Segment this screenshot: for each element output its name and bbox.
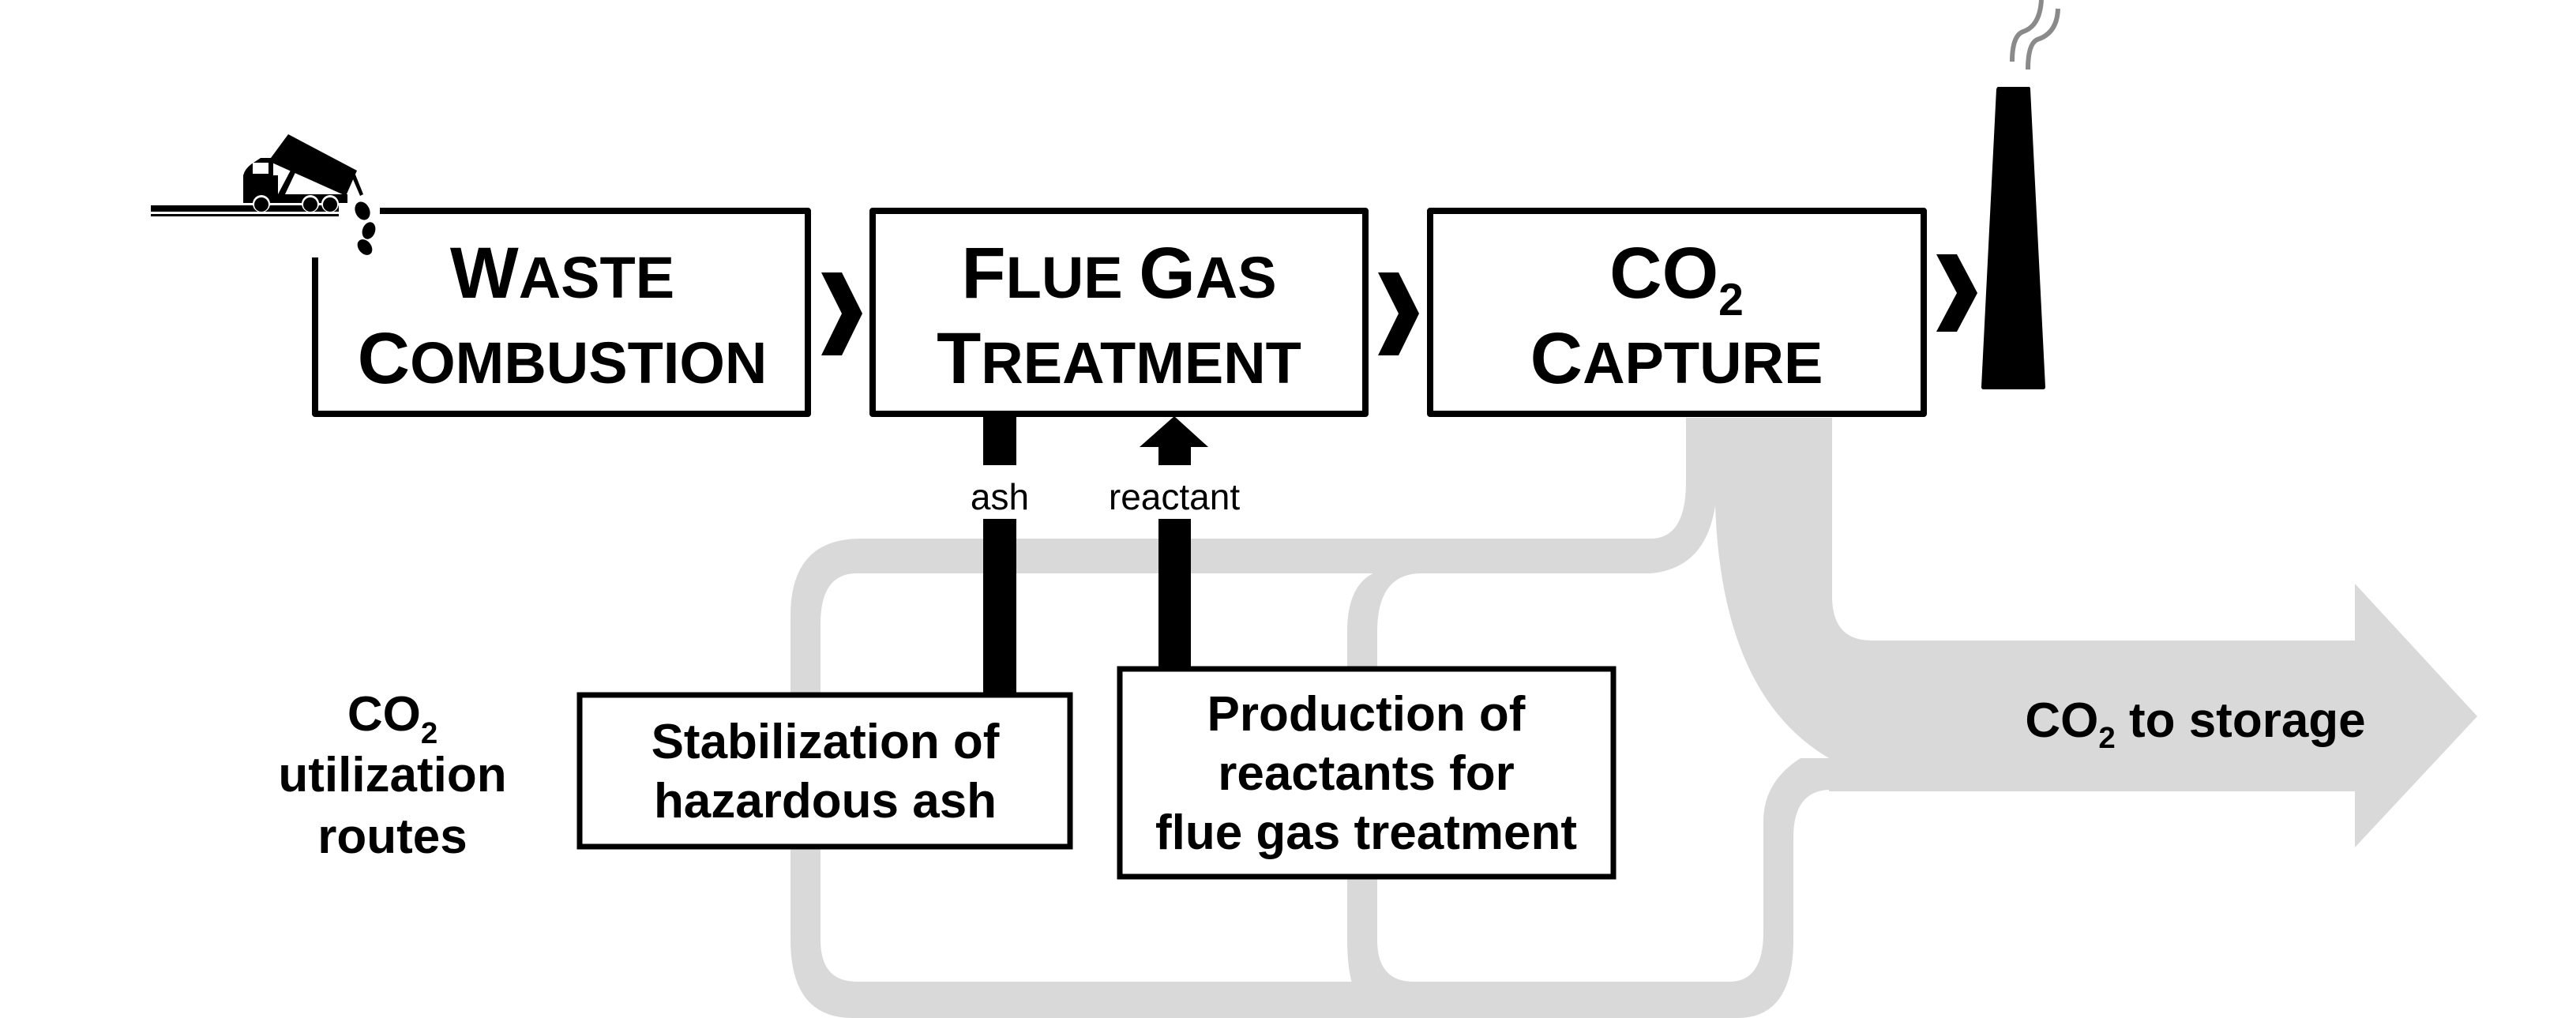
ash-arrow (966, 416, 1034, 711)
waste-combustion-title-line2: COMBUSTION (358, 318, 768, 399)
dump-truck-icon (243, 134, 363, 212)
chimney-icon (1981, 87, 2045, 389)
production-box: Production of reactants for flue gas tre… (1117, 666, 1617, 880)
svg-text:CO2: CO2 (347, 687, 437, 750)
svg-text:reactants for: reactants for (1218, 746, 1515, 801)
flue-gas-treatment-title-line2: TREATMENT (937, 318, 1301, 399)
svg-text:routes: routes (317, 810, 467, 864)
co2-capture-title-line1: CO2 (1609, 233, 1744, 325)
waste-combustion-box: WASTE COMBUSTION (312, 208, 811, 417)
svg-text:Stabilization of: Stabilization of (652, 715, 1000, 769)
smoke-icon (2010, 0, 2060, 70)
chevron-right-icon (1378, 272, 1419, 355)
waste-combustion-title-line1: WASTE (450, 233, 674, 314)
utilization-routes-label: CO2 utilization routes (278, 687, 506, 864)
co2-storage-arrow-body (1715, 418, 2477, 847)
capture-branch-top (1342, 418, 1715, 573)
reactant-label: reactant (1109, 476, 1240, 517)
stabilization-box: Stabilization of hazardous ash (576, 692, 1073, 850)
road-icon (151, 205, 339, 216)
ash-label: ash (971, 476, 1029, 517)
reactant-arrow (1140, 416, 1208, 669)
chevron-right-icon (821, 272, 862, 355)
co2-capture-title-line2: CAPTURE (1530, 318, 1823, 399)
co2-to-storage-label: CO2 to storage (2025, 693, 2365, 755)
waste-bags-icon (355, 201, 376, 255)
svg-text:utilization: utilization (278, 748, 506, 802)
svg-text:flue gas treatment: flue gas treatment (1155, 806, 1577, 860)
svg-text:Production of: Production of (1207, 687, 1526, 742)
flue-gas-treatment-box: FLUE GAS TREATMENT (869, 208, 1369, 417)
svg-text:hazardous ash: hazardous ash (654, 774, 997, 828)
flue-gas-treatment-title-line1: FLUE GAS (961, 233, 1276, 314)
chevron-right-icon (1936, 254, 1977, 332)
co2-capture-box: CO2 CAPTURE (1427, 208, 1927, 417)
utilization-loop-bottom (1358, 758, 1829, 1018)
